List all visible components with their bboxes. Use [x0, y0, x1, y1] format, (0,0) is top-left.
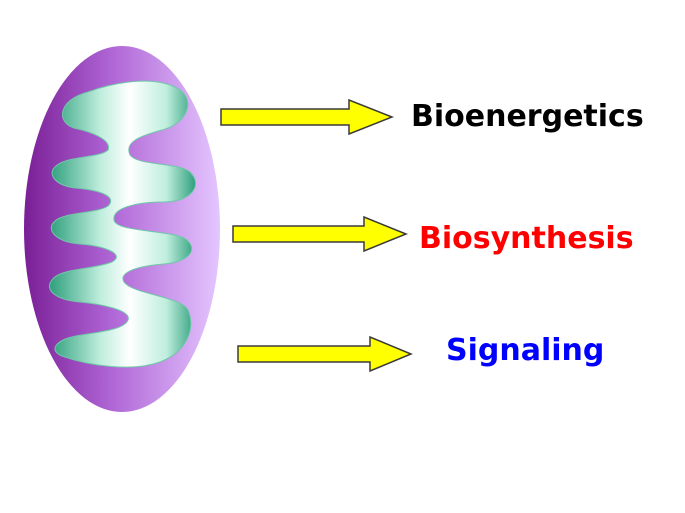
arrow-bioenergetics [220, 98, 395, 136]
inner-membrane-cristae [49, 80, 196, 368]
label-signaling: Signaling [446, 333, 605, 368]
arrow-biosynthesis [232, 215, 408, 253]
arrow-signaling [237, 335, 413, 373]
label-biosynthesis: Biosynthesis [419, 221, 634, 256]
label-bioenergetics: Bioenergetics [411, 99, 644, 134]
